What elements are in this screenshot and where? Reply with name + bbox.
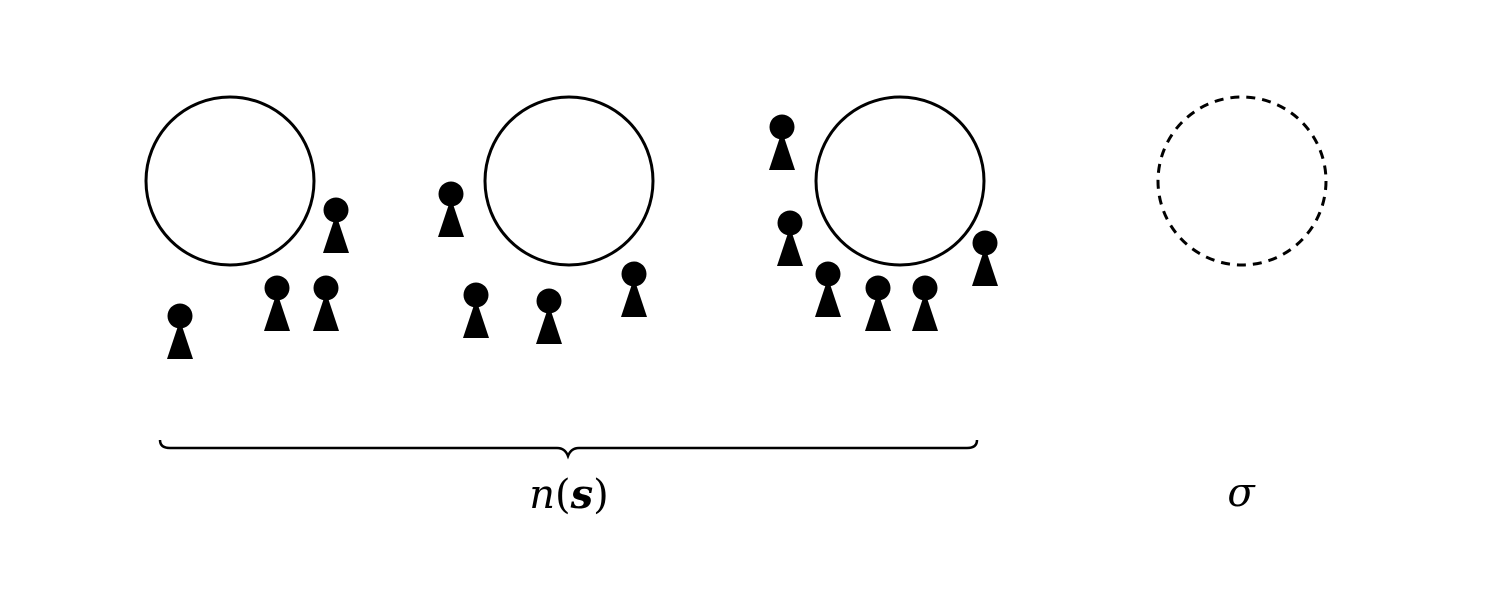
circle-2 [483,95,655,267]
circle-3 [814,95,986,267]
person-icon [865,275,891,331]
person-icon [313,275,339,331]
sigma-label: σ [1227,470,1256,516]
curly-brace [158,439,979,460]
circle-4-dashed [1156,95,1328,267]
person-icon [972,230,998,286]
person-icon [815,261,841,317]
person-icon [912,275,938,331]
person-icon [167,303,193,359]
people-figures [167,114,998,359]
person-icon [463,282,489,338]
brace-label-fn: n [529,472,555,518]
circle-1 [144,95,316,267]
brace-label-close: ) [593,472,609,518]
person-icon [621,261,647,317]
person-icon [323,197,349,253]
person-icon [777,210,803,266]
brace-label-var: s [570,471,594,518]
brace-label-open: ( [555,472,571,518]
brace-label: n(s) [529,471,609,518]
person-icon [536,288,562,344]
person-icon [438,181,464,237]
person-icon [264,275,290,331]
person-icon [769,114,795,170]
